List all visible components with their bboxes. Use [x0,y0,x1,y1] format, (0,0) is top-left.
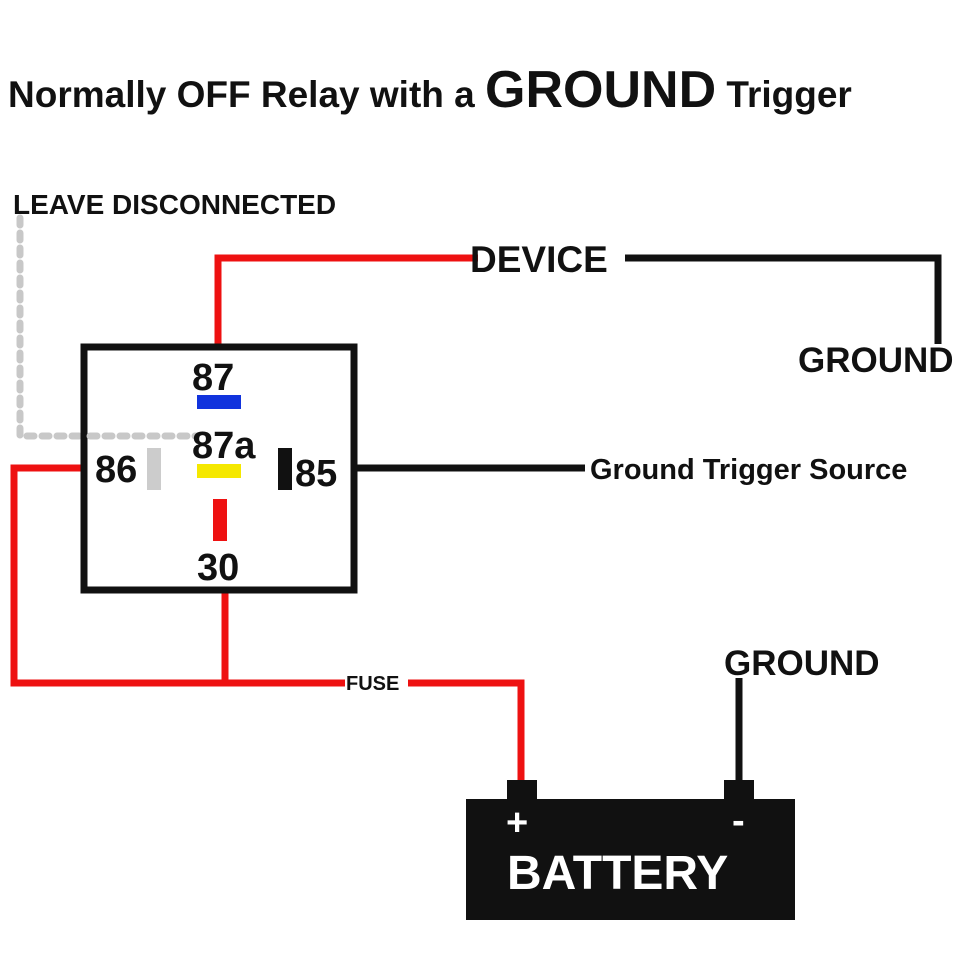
pin-85-label: 85 [295,453,337,495]
pin-87a-label: 87a [192,425,256,467]
relay-box [80,343,358,594]
trigger-source-label: Ground Trigger Source [590,454,907,486]
wire-86-to-bus [10,464,225,687]
fuse-label: FUSE [346,673,399,695]
battery-negative-sign: - [732,800,745,842]
battery-negative-terminal [724,780,754,802]
device-ground-label: GROUND [798,341,954,380]
pin-87a-marker [197,464,241,478]
pin-30-label: 30 [197,547,239,589]
leave-disconnected-label: LEAVE DISCONNECTED [13,189,336,220]
wire-device-to-ground [625,254,942,344]
pin-30-marker [213,499,227,541]
battery-positive-sign: + [506,802,528,844]
pin-87-marker [197,395,241,409]
diagram-title: Normally OFF Relay with a GROUND Trigger [8,61,852,119]
pin-86-marker [147,448,161,490]
title-emphasis: GROUND [485,61,716,119]
wire-fuse-to-battery [408,679,525,782]
battery-body [466,799,795,920]
battery-label: BATTERY [507,847,728,900]
pin-86-label: 86 [95,449,137,491]
device-label: DEVICE [470,239,608,280]
title-suffix: Trigger [716,74,852,115]
wire-87-to-device [214,254,478,345]
battery-ground-label: GROUND [724,644,880,683]
pin-85-marker [278,448,292,490]
pin-87-label: 87 [192,357,234,399]
title-prefix: Normally OFF Relay with a [8,74,485,115]
battery-positive-terminal [507,780,537,802]
